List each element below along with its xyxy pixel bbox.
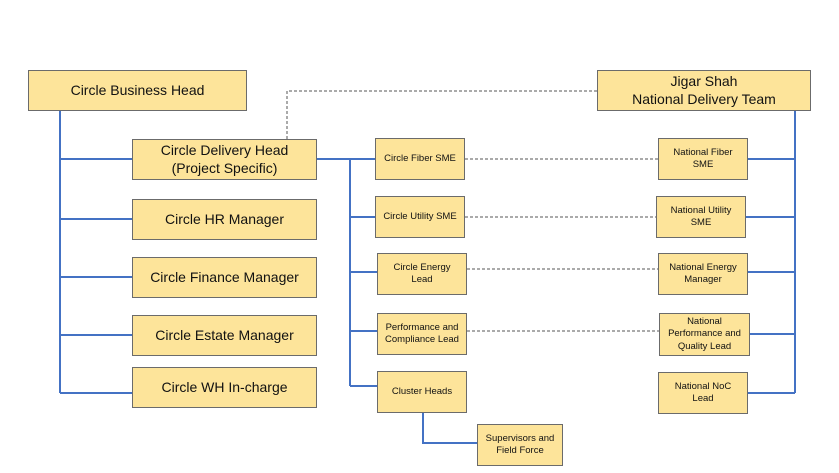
cluster-heads-box: Cluster Heads: [377, 371, 467, 413]
left-trunk-lines: [59, 111, 132, 394]
national-noc-lead-box: National NoC Lead: [658, 372, 748, 414]
national-delivery-team-box: Jigar Shah National Delivery Team: [597, 70, 811, 111]
right-trunk-lines: [746, 111, 796, 394]
circle-estate-manager-box: Circle Estate Manager: [132, 315, 317, 356]
national-utility-sme-box: National Utility SME: [656, 196, 746, 238]
national-performance-quality-lead-box: National Performance and Quality Lead: [659, 313, 750, 356]
national-fiber-sme-box: National Fiber SME: [658, 138, 748, 180]
circle-wh-incharge-box: Circle WH In-charge: [132, 367, 317, 408]
circle-finance-manager-box: Circle Finance Manager: [132, 257, 317, 298]
circle-hr-manager-box: Circle HR Manager: [132, 199, 317, 240]
performance-compliance-lead-box: Performance and Compliance Lead: [377, 313, 467, 355]
middle-trunk-lines: [317, 158, 477, 444]
circle-energy-lead-box: Circle Energy Lead: [377, 253, 467, 295]
cluster-to-supervisors-line: [422, 413, 477, 444]
national-energy-manager-box: National Energy Manager: [658, 253, 748, 295]
delivery-head-to-national-team-dashed: [286, 90, 597, 139]
dashed-lines: [286, 90, 659, 332]
circle-utility-sme-box: Circle Utility SME: [375, 196, 465, 238]
circle-delivery-head-box: Circle Delivery Head (Project Specific): [132, 139, 317, 180]
circle-business-head-box: Circle Business Head: [28, 70, 247, 111]
circle-fiber-sme-box: Circle Fiber SME: [375, 138, 465, 180]
supervisors-field-force-box: Supervisors and Field Force: [477, 424, 563, 466]
